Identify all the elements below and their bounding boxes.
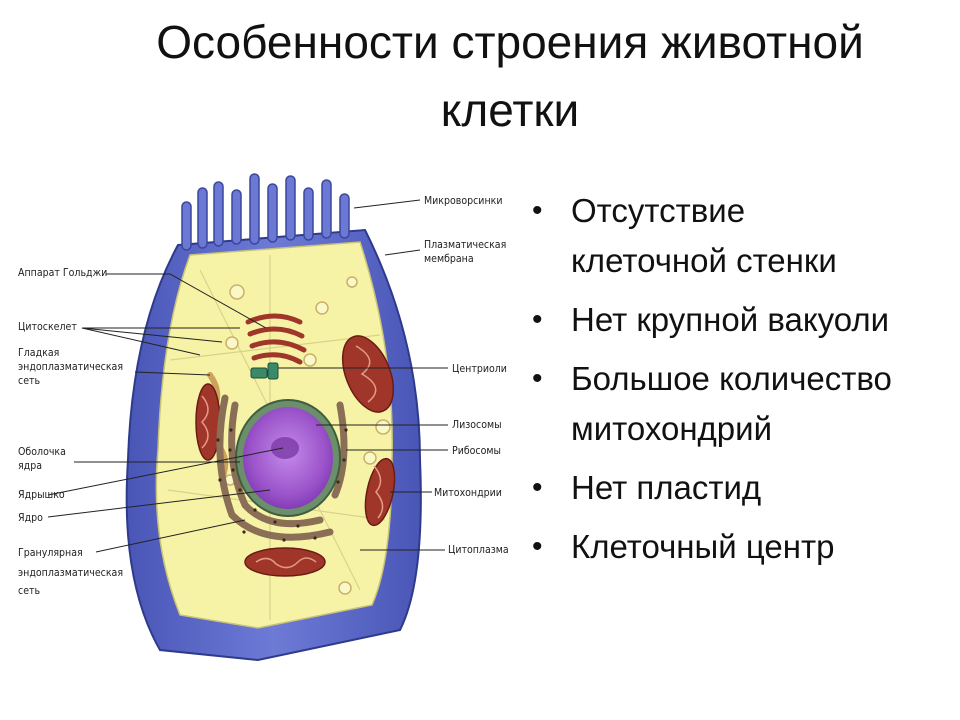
ribosomes bbox=[216, 428, 348, 542]
list-item-line-1: Большое количество bbox=[571, 360, 892, 397]
list-item-line-1: Нет крупной вакуоли bbox=[571, 301, 890, 338]
label-rough-er-3: сеть bbox=[18, 585, 41, 597]
microvilli bbox=[181, 173, 350, 251]
list-item-line-1: Отсутствие bbox=[571, 192, 746, 229]
label-plasma-membrane-1: Плазматическая bbox=[424, 239, 506, 251]
label-microvilli: Микроворсинки bbox=[424, 195, 502, 207]
label-smooth-er-3: сеть bbox=[18, 375, 41, 387]
mitochondria-cristae bbox=[200, 345, 384, 569]
list-item-line-1: Нет пластид bbox=[571, 469, 762, 506]
label-nucleolus: Ядрышко bbox=[18, 489, 65, 501]
label-nuclear-envelope-2: ядра bbox=[18, 460, 42, 472]
label-rough-er-2: эндоплазматическая bbox=[18, 567, 123, 579]
cell-illustration: Микроворсинки Плазматическая мембрана Ап… bbox=[18, 173, 509, 662]
nucleolus bbox=[271, 437, 299, 459]
label-lysosomes: Лизосомы bbox=[452, 419, 502, 431]
page-title: Особенности строения животной клетки bbox=[60, 8, 960, 144]
list-item-line-1: Клеточный центр bbox=[571, 528, 835, 565]
label-smooth-er-1: Гладкая bbox=[18, 347, 59, 359]
title-line-1: Особенности строения животной bbox=[156, 16, 864, 68]
label-cytoskeleton: Цитоскелет bbox=[18, 321, 77, 333]
leader-lines bbox=[47, 199, 448, 553]
label-cytoplasm: Цитоплазма bbox=[448, 544, 509, 556]
label-rough-er-1: Гранулярная bbox=[18, 547, 83, 559]
label-centrioles: Центриоли bbox=[452, 363, 507, 375]
list-item: Отсутствие клеточной стенки bbox=[528, 186, 960, 286]
label-nuclear-envelope-1: Оболочка bbox=[18, 446, 66, 458]
list-item-line-2: клеточной стенки bbox=[571, 242, 837, 279]
list-item: Клеточный центр bbox=[528, 522, 960, 572]
label-nucleus: Ядро bbox=[18, 512, 43, 524]
list-item-line-2: митохондрий bbox=[571, 410, 773, 447]
label-mitochondria: Митохондрии bbox=[434, 487, 502, 499]
list-item: Нет крупной вакуоли bbox=[528, 295, 960, 345]
animal-cell-diagram: Микроворсинки Плазматическая мембрана Ап… bbox=[0, 160, 520, 680]
features-list: Отсутствие клеточной стенки Нет крупной … bbox=[528, 186, 960, 581]
label-plasma-membrane-2: мембрана bbox=[424, 253, 474, 265]
label-golgi: Аппарат Гольджи bbox=[18, 267, 107, 279]
label-smooth-er-2: эндоплазматическая bbox=[18, 361, 123, 373]
title-line-2: клетки bbox=[440, 84, 580, 136]
list-item: Нет пластид bbox=[528, 463, 960, 513]
list-item: Большое количество митохондрий bbox=[528, 354, 960, 454]
rough-er bbox=[216, 394, 348, 541]
label-ribosomes: Рибосомы bbox=[452, 445, 501, 457]
centrioles bbox=[250, 362, 279, 380]
